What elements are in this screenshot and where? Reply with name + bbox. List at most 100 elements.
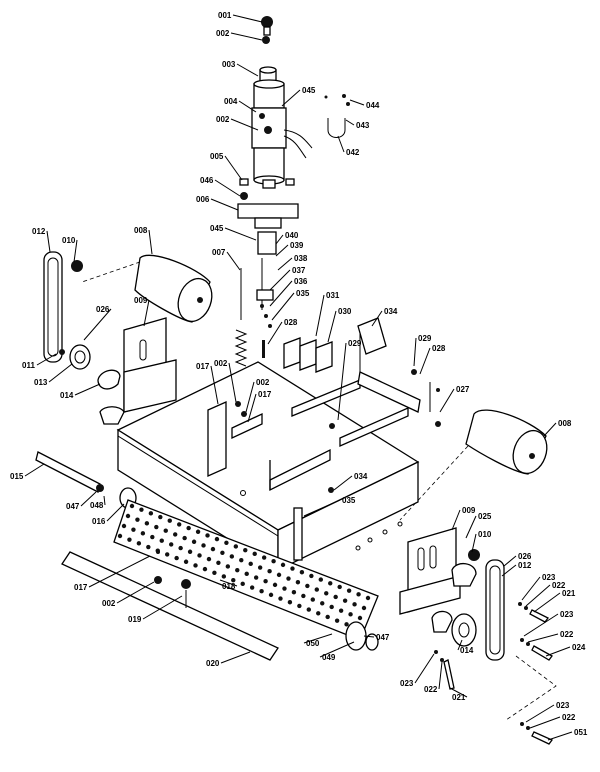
leader-line — [337, 135, 345, 153]
right-motor — [399, 409, 548, 521]
callout-label: 019 — [128, 615, 142, 624]
roller-spike — [201, 543, 206, 548]
roller-spike — [205, 533, 210, 538]
leader-line — [219, 579, 238, 587]
leader-line — [465, 515, 477, 539]
leader-line — [269, 280, 293, 307]
callout-label: 042 — [346, 148, 360, 157]
callout-label: 024 — [572, 643, 586, 652]
right-motor-plate — [399, 527, 480, 647]
roller-spike — [117, 533, 123, 539]
roller-spike — [186, 525, 191, 531]
leader-line — [315, 294, 325, 337]
callout-label: 034 — [354, 472, 368, 481]
roller-spike — [165, 552, 170, 557]
roller-spike — [282, 586, 287, 591]
leader-line — [525, 584, 551, 607]
roller-spike — [195, 529, 201, 534]
leader-line — [523, 613, 559, 637]
roller-spike — [320, 601, 325, 606]
roller-spike — [158, 514, 163, 520]
callout-label: 002 — [214, 359, 228, 368]
mounting-bar — [61, 550, 279, 661]
callout-label: 051 — [574, 728, 588, 737]
roller-spike — [206, 556, 212, 562]
roller-spike — [224, 540, 229, 545]
leader-line — [337, 342, 347, 421]
roller-spike — [338, 608, 344, 613]
roller-spike — [297, 603, 302, 609]
center-brackets — [283, 337, 333, 373]
callout-label: 004 — [224, 97, 238, 106]
right-belt — [485, 559, 505, 661]
leader-line — [73, 239, 78, 263]
roller-spike — [287, 600, 293, 605]
roller-spike — [121, 523, 127, 529]
roller-spike — [295, 580, 301, 585]
roller-spike — [159, 538, 164, 543]
callout-label: 009 — [462, 506, 476, 515]
callout-label: 022 — [560, 630, 574, 639]
handle-frame — [291, 317, 441, 447]
leader-line — [345, 119, 355, 126]
callout-label: 021 — [452, 693, 466, 702]
callout-label: 015 — [10, 472, 24, 481]
roller-spike — [214, 536, 220, 542]
leader-line — [277, 257, 293, 271]
left-belt — [43, 251, 83, 363]
leader-line — [220, 651, 251, 664]
callout-label: 045 — [210, 224, 224, 233]
leader-line — [449, 687, 468, 698]
callout-label: 013 — [34, 378, 48, 387]
roller-end-hardware — [345, 621, 379, 651]
roller-spike — [139, 507, 144, 512]
roller-spike — [318, 577, 323, 582]
callout-label: 039 — [290, 241, 304, 250]
callout-label: 017 — [74, 583, 88, 592]
leader-line — [271, 292, 295, 321]
roller-spike — [361, 605, 367, 611]
leader-line — [36, 353, 57, 366]
roller-spike — [272, 582, 278, 588]
roller-spike — [356, 592, 361, 597]
leader-line — [327, 310, 337, 343]
roller-spike — [191, 539, 197, 544]
callout-label: 021 — [562, 589, 576, 598]
roller-spike — [280, 562, 286, 568]
roller-spike — [344, 622, 349, 627]
callout-label: 029 — [348, 339, 362, 348]
callout-label: 006 — [196, 195, 210, 204]
roller-spike — [131, 527, 136, 532]
leader-line — [230, 32, 263, 41]
callout-label: 031 — [326, 291, 340, 300]
roller-spike — [348, 612, 353, 617]
leader-line — [303, 499, 341, 517]
roller-spike — [239, 557, 244, 563]
callout-label: 046 — [200, 176, 214, 185]
callout-label: 037 — [292, 266, 306, 275]
leader-line — [303, 633, 333, 644]
roller-spike — [299, 570, 305, 575]
roller-spike — [202, 566, 208, 572]
callout-label: 026 — [96, 305, 110, 314]
roller-spike — [154, 524, 159, 530]
roller-spike — [173, 532, 178, 537]
callout-label: 047 — [376, 633, 390, 642]
leader-line — [74, 383, 101, 396]
leader-line — [224, 155, 243, 181]
roller-spike — [243, 547, 248, 553]
leader-line — [413, 337, 417, 367]
leader-line — [230, 118, 259, 131]
leader-line — [527, 633, 559, 643]
u-bolt-assembly — [324, 94, 350, 138]
roller-spike — [328, 581, 333, 586]
callout-label: 001 — [218, 11, 232, 20]
leader-line — [547, 731, 573, 741]
callout-label: 011 — [22, 361, 35, 370]
roller-spike — [357, 615, 363, 621]
roller-spike — [210, 546, 216, 552]
leader-line — [419, 347, 431, 375]
roller-spike — [240, 581, 245, 587]
spring-rod-assembly — [234, 258, 274, 367]
